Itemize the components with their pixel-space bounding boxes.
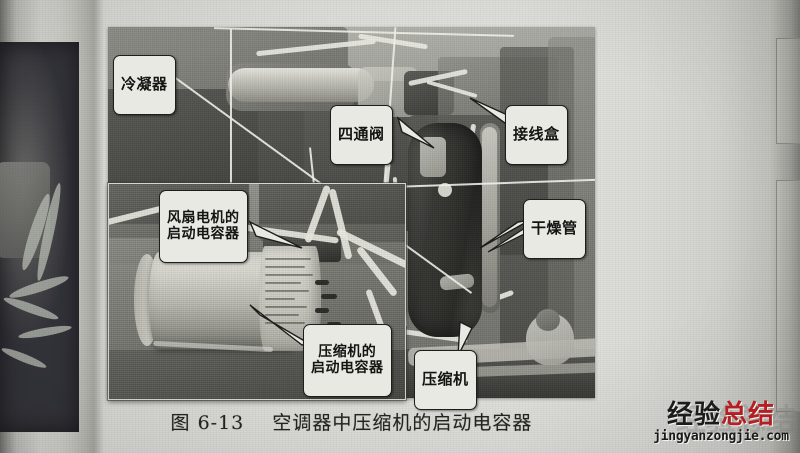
callout-tail-fan-motor-capacitor [248, 220, 308, 256]
callout-compressor-capacitor[interactable]: 压缩机的 启动电容器 [303, 324, 392, 398]
callout-condenser[interactable]: 冷凝器 [113, 55, 176, 116]
watermark-chinese: 经验总结 [646, 402, 796, 428]
callout-junction-box-label: 接线盒 [513, 124, 560, 143]
callout-tail-four-way-valve [396, 116, 448, 156]
callout-tail-compressor [452, 320, 482, 362]
callout-compressor-capacitor-label: 压缩机的 启动电容器 [311, 343, 384, 377]
right-margin-frame-bottom [776, 180, 800, 412]
callout-fan-motor-capacitor[interactable]: 风扇电机的 启动电容器 [159, 190, 248, 264]
right-margin-frame-top [776, 38, 800, 144]
callout-compressor-label: 压缩机 [422, 369, 469, 388]
callout-four-way-valve[interactable]: 四通阀 [330, 105, 393, 166]
callout-fan-motor-capacitor-label: 风扇电机的 启动电容器 [167, 209, 240, 243]
watermark-ghost-text: 经验总结 [676, 403, 796, 438]
figure-caption: 图 6-13 空调器中压缩机的启动电容器 [170, 412, 533, 434]
callout-compressor[interactable]: 压缩机 [414, 350, 477, 411]
watermark-chinese-red: 总结 [721, 400, 776, 430]
callout-four-way-valve-label: 四通阀 [338, 124, 385, 143]
callout-condenser-label: 冷凝器 [121, 74, 168, 93]
callout-drier-tube-label: 干燥管 [531, 218, 578, 237]
watermark-url: jingyanzongjie.com [653, 429, 789, 444]
facing-page-photo-strip [0, 42, 79, 432]
callout-tail-drier-tube [478, 219, 534, 256]
site-watermark: 经验总结 jingyanzongjie.com [646, 402, 796, 450]
callout-junction-box[interactable]: 接线盒 [505, 105, 568, 166]
callout-drier-tube[interactable]: 干燥管 [523, 199, 586, 260]
watermark-chinese-dark: 经验 [666, 400, 721, 430]
